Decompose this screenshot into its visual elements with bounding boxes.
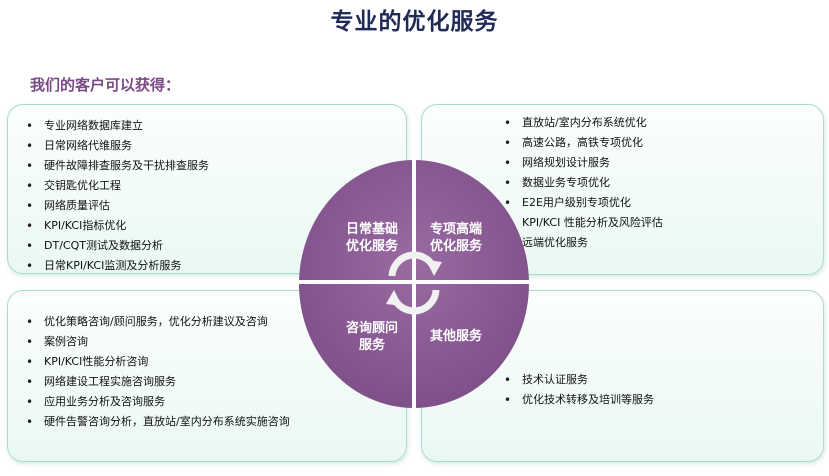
list-consulting: 优化策略咨询/顾问服务，优化分析建议及咨询 案例咨询 KPI/KCI性能分析咨询…	[26, 312, 290, 432]
quadrant-label-special-premium: 专项高端 优化服务	[401, 221, 511, 255]
label-line: 服务	[358, 338, 385, 353]
list-item: KPI/KCI性能分析咨询	[26, 352, 290, 372]
label-line: 优化服务	[429, 239, 482, 254]
cycle-arrows-icon	[386, 251, 442, 315]
list-item: 优化技术转移及培训等服务	[504, 390, 654, 410]
service-quadrant-circle	[299, 160, 529, 408]
page-title: 专业的优化服务	[330, 8, 499, 35]
list-other-services: 技术认证服务 优化技术转移及培训等服务	[504, 370, 654, 410]
list-special-premium: 直放站/室内分布系统优化 高速公路，高铁专项优化 网络规划设计服务 数据业务专项…	[504, 113, 663, 253]
list-item: 硬件故障排查服务及干扰排查服务	[26, 156, 209, 176]
subtitle: 我们的客户可以获得：	[30, 76, 181, 94]
quadrant-label-other-services: 其他服务	[401, 328, 511, 345]
list-item: 网络规划设计服务	[504, 153, 663, 173]
list-item: 直放站/室内分布系统优化	[504, 113, 663, 133]
label-line: 专项高端	[429, 222, 482, 237]
label-line: 优化服务	[345, 239, 398, 254]
list-item: 数据业务专项优化	[504, 173, 663, 193]
list-item: DT/CQT测试及数据分析	[26, 236, 209, 256]
label-line: 日常基础	[345, 222, 398, 237]
quadrant-label-consulting: 咨询顾问 服务	[317, 320, 427, 354]
label-line: 其他服务	[429, 329, 482, 344]
list-item: 硬件告警咨询分析，直放站/室内分布系统实施咨询	[26, 412, 290, 432]
list-item: 案例咨询	[26, 332, 290, 352]
list-item: 网络建设工程实施咨询服务	[26, 372, 290, 392]
quadrant-label-daily-basic: 日常基础 优化服务	[317, 221, 427, 255]
list-item: KPI/KCI指标优化	[26, 216, 209, 236]
label-line: 咨询顾问	[345, 321, 398, 336]
list-item: 高速公路，高铁专项优化	[504, 133, 663, 153]
list-item: 优化策略咨询/顾问服务，优化分析建议及咨询	[26, 312, 290, 332]
list-item: 交钥匙优化工程	[26, 176, 209, 196]
list-item: 网络质量评估	[26, 196, 209, 216]
list-daily-basic: 专业网络数据库建立 日常网络代维服务 硬件故障排查服务及干扰排查服务 交钥匙优化…	[26, 116, 209, 276]
list-item: 应用业务分析及咨询服务	[26, 392, 290, 412]
list-item: E2E用户级别专项优化	[504, 193, 663, 213]
list-item: 专业网络数据库建立	[26, 116, 209, 136]
list-item: 技术认证服务	[504, 370, 654, 390]
list-item: 日常KPI/KCI监测及分析服务	[26, 256, 209, 276]
list-item: 日常网络代维服务	[26, 136, 209, 156]
